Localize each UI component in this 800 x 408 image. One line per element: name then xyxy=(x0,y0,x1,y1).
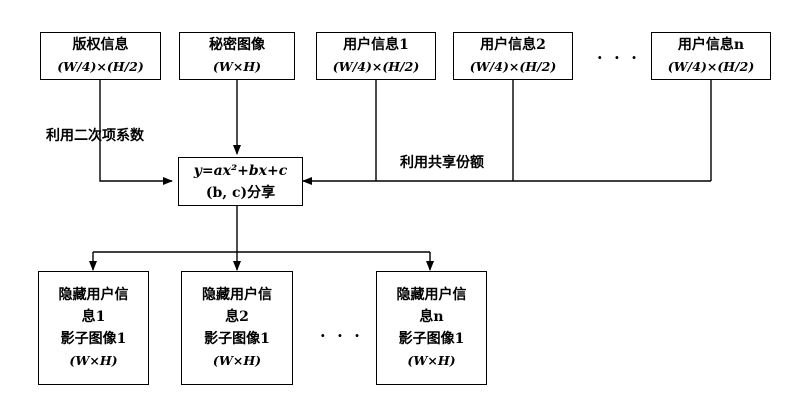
user-info-1-box: 用户信息1 (W/4)×(H/2) xyxy=(316,32,436,80)
shadow-image-2-line2: 息2 xyxy=(225,309,249,325)
user-info-1-size: (W/4)×(H/2) xyxy=(332,59,420,74)
copyright-info-title: 版权信息 xyxy=(72,37,129,53)
secret-image-size: (W×H) xyxy=(212,59,262,74)
secret-image-title: 秘密图像 xyxy=(209,37,265,53)
shadow-image-n-box: 隐藏用户信 息n 影子图像1 (W×H) xyxy=(376,271,487,385)
user-info-2-title: 用户信息2 xyxy=(480,37,546,53)
shadow-image-1-line3: 影子图像1 xyxy=(60,331,127,347)
shadow-image-1-box: 隐藏用户信 息1 影子图像1 (W×H) xyxy=(38,271,149,385)
user-info-1-title: 用户信息1 xyxy=(343,37,409,53)
user-info-n-title: 用户信息n xyxy=(677,37,745,53)
shadow-image-2-size: (W×H) xyxy=(212,353,262,368)
user-info-n-box: 用户信息n (W/4)×(H/2) xyxy=(651,32,771,80)
polynomial-share-box: y=ax²+bx+c (b, c)分享 xyxy=(178,157,303,206)
copyright-info-size: (W/4)×(H/2) xyxy=(57,59,144,74)
top-ellipsis: · · · xyxy=(597,48,640,67)
user-info-2-box: 用户信息2 (W/4)×(H/2) xyxy=(453,32,573,80)
polynomial-share-caption: (b, c)分享 xyxy=(205,184,276,201)
user-info-2-size: (W/4)×(H/2) xyxy=(469,59,557,74)
shadow-image-n-size: (W×H) xyxy=(407,353,456,368)
shadow-image-n-line2: 息n xyxy=(419,309,444,325)
secret-image-box: 秘密图像 (W×H) xyxy=(179,32,295,80)
copyright-info-box: 版权信息 (W/4)×(H/2) xyxy=(40,32,161,80)
shadow-image-1-line2: 息1 xyxy=(81,309,106,325)
user-info-n-size: (W/4)×(H/2) xyxy=(667,59,755,74)
shadow-image-n-line1: 隐藏用户信 xyxy=(396,287,467,303)
shadow-image-n-line3: 影子图像1 xyxy=(398,331,465,347)
bottom-ellipsis: · · · xyxy=(320,326,363,345)
shadow-image-1-size: (W×H) xyxy=(69,353,118,368)
shadow-image-2-box: 隐藏用户信 息2 影子图像1 (W×H) xyxy=(181,271,293,385)
quadratic-coefficient-label: 利用二次项系数 xyxy=(46,128,144,144)
shadow-image-2-line3: 影子图像1 xyxy=(204,331,270,347)
connector-copyright xyxy=(99,80,173,185)
shared-share-label: 利用共享份额 xyxy=(400,155,484,171)
shadow-image-1-line1: 隐藏用户信 xyxy=(58,287,129,303)
polynomial-formula: y=ax²+bx+c xyxy=(193,162,288,179)
shadow-image-2-line1: 隐藏用户信 xyxy=(202,287,272,303)
